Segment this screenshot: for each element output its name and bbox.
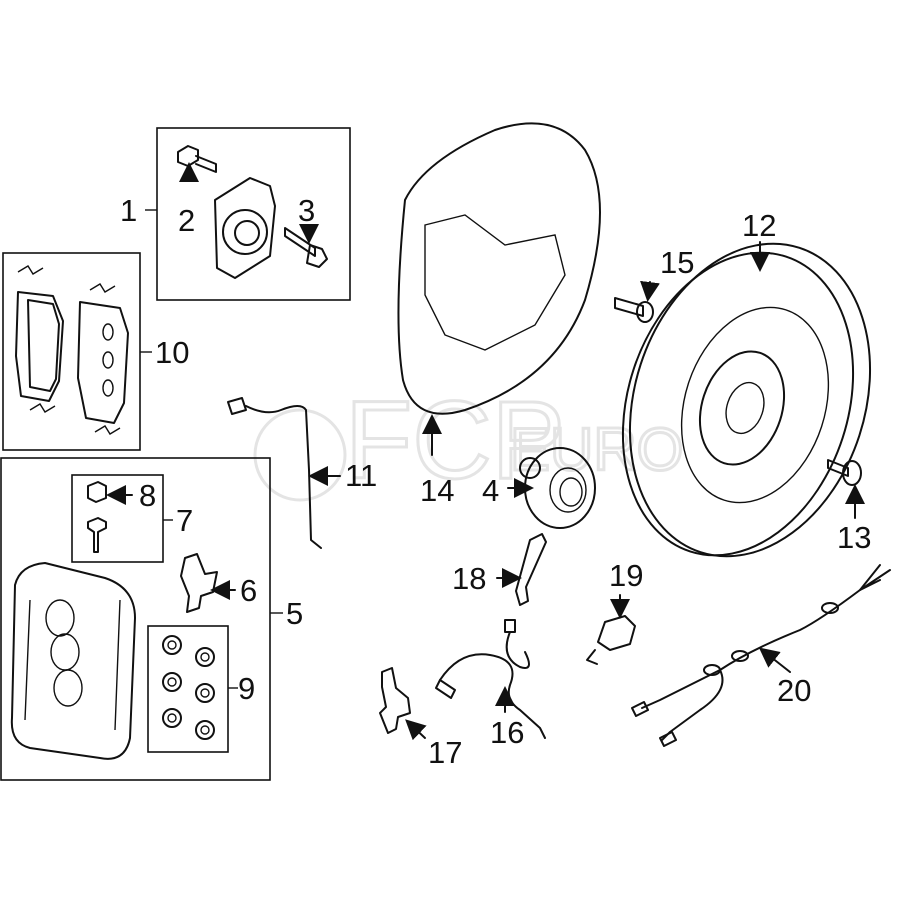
callout-12: 12 <box>742 208 776 243</box>
callout-5: 5 <box>286 596 303 631</box>
callout-15: 15 <box>660 245 694 280</box>
callout-19: 19 <box>609 558 643 593</box>
part-4-wheel-hub <box>507 447 596 529</box>
group-box-7 <box>71 474 164 563</box>
callout-10: 10 <box>155 335 189 370</box>
callout-18: 18 <box>452 561 486 596</box>
part-3-bolt <box>284 224 328 268</box>
callout-4: 4 <box>482 473 499 508</box>
svg-text:EURO: EURO <box>510 416 683 483</box>
part-18-bracket <box>496 533 547 606</box>
part-13-bolt <box>827 459 865 519</box>
callout-16: 16 <box>490 715 524 750</box>
part-2-bolt <box>177 145 217 182</box>
part-19-sensor <box>586 594 636 665</box>
part-10-brake-pads <box>15 265 129 435</box>
callout-13: 13 <box>837 520 871 555</box>
part-17-clip <box>379 667 427 741</box>
part-11-brake-hose <box>227 397 341 549</box>
callout-9: 9 <box>238 671 255 706</box>
part-15-screw <box>614 280 660 323</box>
part-16-wear-sensor <box>435 619 546 739</box>
part-9-seals <box>162 635 215 740</box>
callout-7: 7 <box>176 503 193 538</box>
group-box-1 <box>156 127 351 301</box>
watermark-logo: FCP EURO <box>253 378 685 504</box>
part-6-spring-clip <box>180 553 236 613</box>
callout-labels: 1 2 3 4 5 6 7 8 9 10 11 12 13 14 15 16 1… <box>120 193 871 770</box>
part-5-brake-caliper <box>10 562 136 760</box>
group-box-9 <box>147 625 229 753</box>
group-box-5 <box>0 457 271 781</box>
callout-20: 20 <box>777 673 811 708</box>
part-12-brake-rotor <box>621 241 872 558</box>
group-box-10 <box>2 252 141 451</box>
callout-2: 2 <box>178 203 195 238</box>
callout-8: 8 <box>139 478 156 513</box>
callout-6: 6 <box>240 573 257 608</box>
callout-3: 3 <box>298 193 315 228</box>
part-20-wiring-harness <box>631 564 891 747</box>
callout-14: 14 <box>420 473 454 508</box>
part-1-carrier <box>214 177 276 279</box>
part-8-cap <box>87 481 133 553</box>
callout-17: 17 <box>428 735 462 770</box>
callout-1: 1 <box>120 193 137 228</box>
part-14-dust-shield <box>397 122 601 456</box>
callout-11: 11 <box>345 458 377 493</box>
